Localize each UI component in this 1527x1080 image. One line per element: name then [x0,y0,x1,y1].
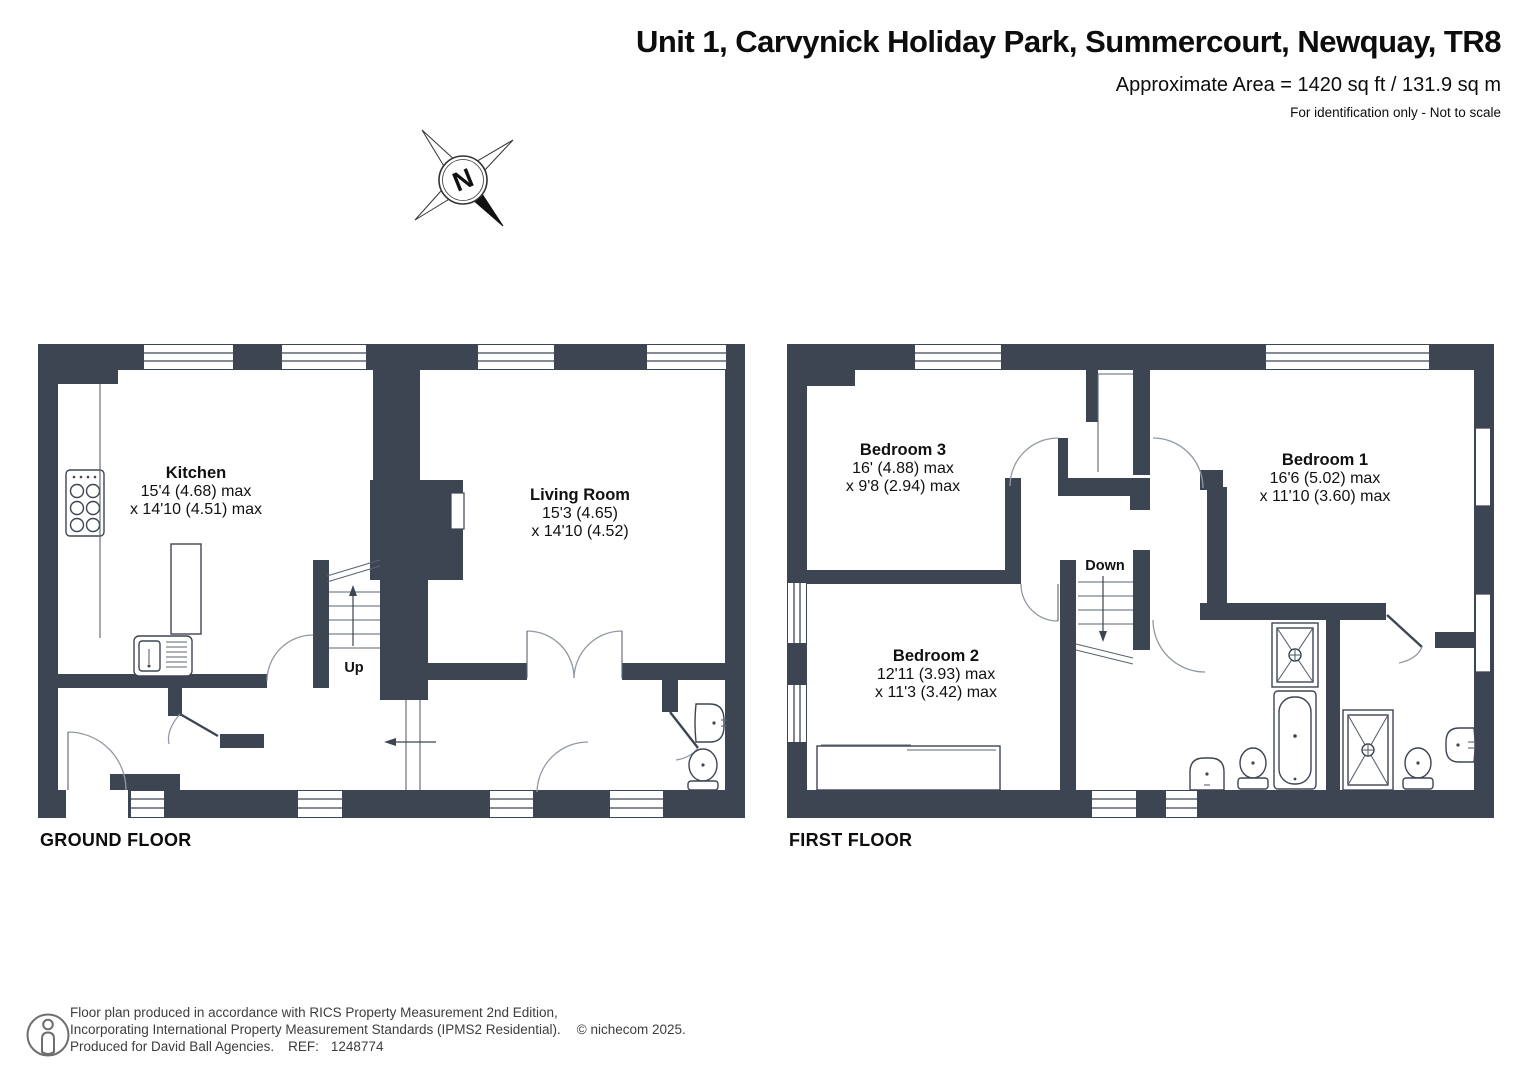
compass-inner-circle [442,159,484,201]
bathroom-fixtures [1189,622,1319,791]
footer: Floor plan produced in accordance with R… [70,1004,686,1055]
stairwell-void [1097,373,1133,472]
wc-door-arc [675,747,699,761]
entrance-opening [66,790,128,818]
window [915,345,1001,369]
footer-line2: Incorporating International Property Mea… [70,1022,561,1037]
bathroom-basin [1189,757,1225,791]
footer-line2-row: Incorporating International Property Mea… [70,1021,686,1038]
ground-floor-plan: Kitchen 15'4 (4.68) max x 14'10 (4.51) m… [38,344,745,818]
closet-door-leaf [179,712,219,738]
first-floor-plan: Bedroom 3 16' (4.88) max x 9'8 (2.94) ma… [787,344,1494,818]
wc-fixtures [687,703,727,791]
window [1476,427,1490,507]
ground-floor-doors [67,630,699,793]
window [144,345,233,369]
bathroom-door-arc [1152,619,1206,673]
kitchen-dim2: x 14'10 (4.51) max [130,501,262,518]
window [131,791,164,817]
living-room-dim1: 15'3 (4.65) [542,505,618,522]
bathroom-toilet [1237,747,1269,790]
footer-line3-row: Produced for David Ball Agencies. REF: 124… [70,1038,686,1055]
ensuite-door-arc [1398,646,1423,664]
bedroom1-label: Bedroom 1 [1282,451,1368,469]
disclaimer: For identification only - Not to scale [1290,105,1501,120]
approximate-area: Approximate Area = 1420 sq ft / 131.9 sq… [1115,74,1501,96]
wc-door-leaf [669,711,699,749]
living-room-label: Living Room [530,486,630,504]
window [1092,791,1136,817]
window [788,583,806,643]
window [478,345,554,369]
ground-floor-windows [66,345,726,818]
bedroom2-dim1: 12'11 (3.93) max [877,666,995,683]
ref-label: REF: [288,1039,319,1054]
living-room-double-door-left [526,630,575,679]
kitchen-label: Kitchen [166,464,227,482]
bedroom3-dim1: 16' (4.88) max [852,460,954,477]
ensuite-shower [1342,709,1394,791]
window [298,791,342,817]
copyright: © nichecom 2025. [576,1022,686,1037]
bedroom3-door-arc [1009,437,1059,487]
ground-floor-room-labels: Kitchen 15'4 (4.68) max x 14'10 (4.51) m… [130,464,630,676]
stairs-up-label: Up [344,660,363,676]
bedroom2-door-arc [1020,583,1059,622]
window [282,345,366,369]
window [788,685,806,742]
window [647,345,726,369]
window [1266,345,1429,369]
first-floor-label: FIRST FLOOR [789,830,913,850]
bath [1273,690,1317,790]
shower [1271,622,1319,688]
bedroom2-label: Bedroom 2 [893,647,979,665]
ensuite-toilet [1402,747,1434,790]
first-floor-doors [1009,437,1423,673]
staircase-down [1075,576,1134,665]
entrance-door-arc [67,731,127,791]
living-room-dim2: x 14'10 (4.52) [531,523,628,540]
ensuite-door-leaf [1386,614,1423,648]
wc-basin [694,703,727,743]
window [610,791,663,817]
kitchen-fixtures [65,384,202,677]
closet-door-arc [167,713,181,745]
kitchen-peninsula [170,543,202,635]
ensuite-basin [1445,727,1476,763]
back-door-arc [536,741,589,793]
stairs-down-label: Down [1085,558,1124,574]
window [1166,791,1197,817]
kitchen-dim1: 15'4 (4.68) max [141,483,252,500]
chimney-niche [450,492,465,530]
wc-toilet [687,748,719,791]
page-title: Unit 1, Carvynick Holiday Park, Summerco… [635,24,1502,59]
ensuite-fixtures [1342,709,1476,791]
bedroom3-dim2: x 9'8 (2.94) max [846,478,960,495]
window [1476,593,1490,673]
footer-line3: Produced for David Ball Agencies. [70,1039,275,1054]
ground-floor-walls [38,344,745,818]
living-room-double-door-right [573,630,623,679]
person-icon [26,1013,70,1057]
compass-rose: N [414,129,514,227]
compass-circle [438,155,488,205]
footer-line1: Floor plan produced in accordance with R… [70,1005,558,1020]
bedroom1-dim1: 16'6 (5.02) max [1270,470,1381,487]
staircase-up [326,559,381,649]
bedroom3-label: Bedroom 3 [860,441,946,459]
first-floor-room-labels: Bedroom 3 16' (4.88) max x 9'8 (2.94) ma… [846,441,1391,701]
bedroom2-wardrobe [816,744,1001,791]
ref-value: 1248774 [330,1039,384,1054]
kitchen-door-arc [266,634,314,682]
window [490,791,533,817]
bedroom1-door-arc [1152,437,1204,489]
first-floor-windows [788,345,1490,817]
ground-floor-label: GROUND FLOOR [40,830,192,850]
bedroom2-dim2: x 11'3 (3.42) max [875,684,997,701]
hall-passage-lines [384,700,436,790]
sink-unit [133,635,193,677]
bedroom1-dim2: x 11'10 (3.60) max [1260,488,1391,505]
